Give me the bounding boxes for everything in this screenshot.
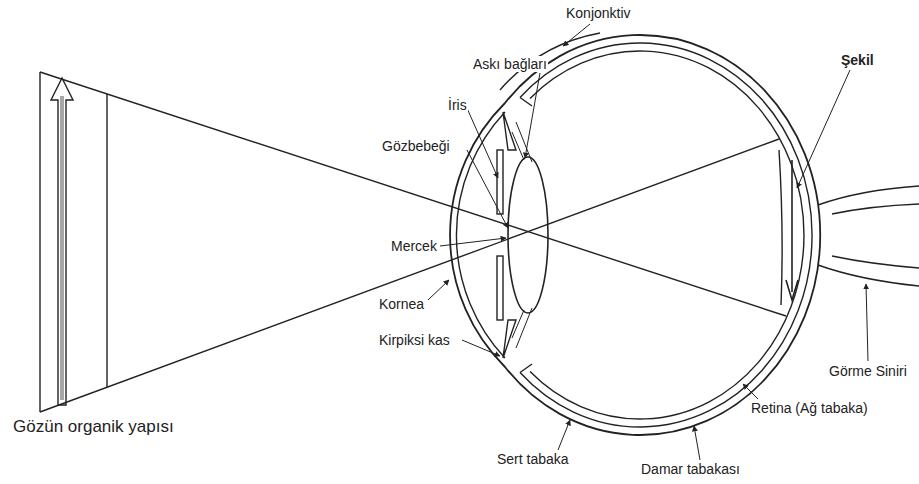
object-arrow [61,96,63,400]
part-label: Kirpiksi kas [378,332,451,348]
leader-line [797,70,850,188]
leader-line [866,284,868,361]
leader-line [466,106,498,178]
image-arrow [786,160,798,300]
layer-end [520,98,532,373]
choroid-layer [520,43,812,427]
sclera-outline [450,35,820,435]
image-edge [779,150,782,305]
ciliary-muscle [503,112,516,358]
caption: Gözün organik yapısı [12,417,175,437]
optic-nerve [818,186,919,205]
iris [497,150,503,214]
optic-nerve [832,256,919,268]
iris [497,256,503,320]
leader-line [462,340,500,356]
part-label: Mercek [390,238,438,254]
object-frame [39,72,40,412]
optic-nerve [832,204,919,214]
part-label: Konjonktiv [565,5,632,21]
leader-line [694,426,700,460]
part-label: Damar tabakası [640,461,741,477]
part-label: Görme Siniri [828,363,908,379]
suspensory-ligament [512,122,532,348]
cornea-inner [456,112,505,358]
part-label: Sert tabaka [496,451,570,467]
part-label: Askı bağları [472,56,548,72]
part-label: Şekil [840,52,875,68]
light-ray [40,72,786,316]
optic-nerve [818,265,919,286]
part-label: Retina (Ağ tabaka) [750,400,869,416]
part-label: Gözbebeği [381,138,451,154]
leader-line [467,150,508,228]
leader-line [428,280,449,300]
light-ray [40,139,779,412]
lens [508,157,548,313]
leader-line [743,384,758,399]
leader-line [525,73,540,158]
retina-layer [530,51,804,419]
leader-line [563,24,590,46]
part-label: Kornea [378,296,425,312]
leader-line [440,238,506,246]
leader-line [558,420,570,450]
part-label: İris [447,97,468,113]
object-frame [106,94,107,387]
object-arrow [51,78,73,405]
